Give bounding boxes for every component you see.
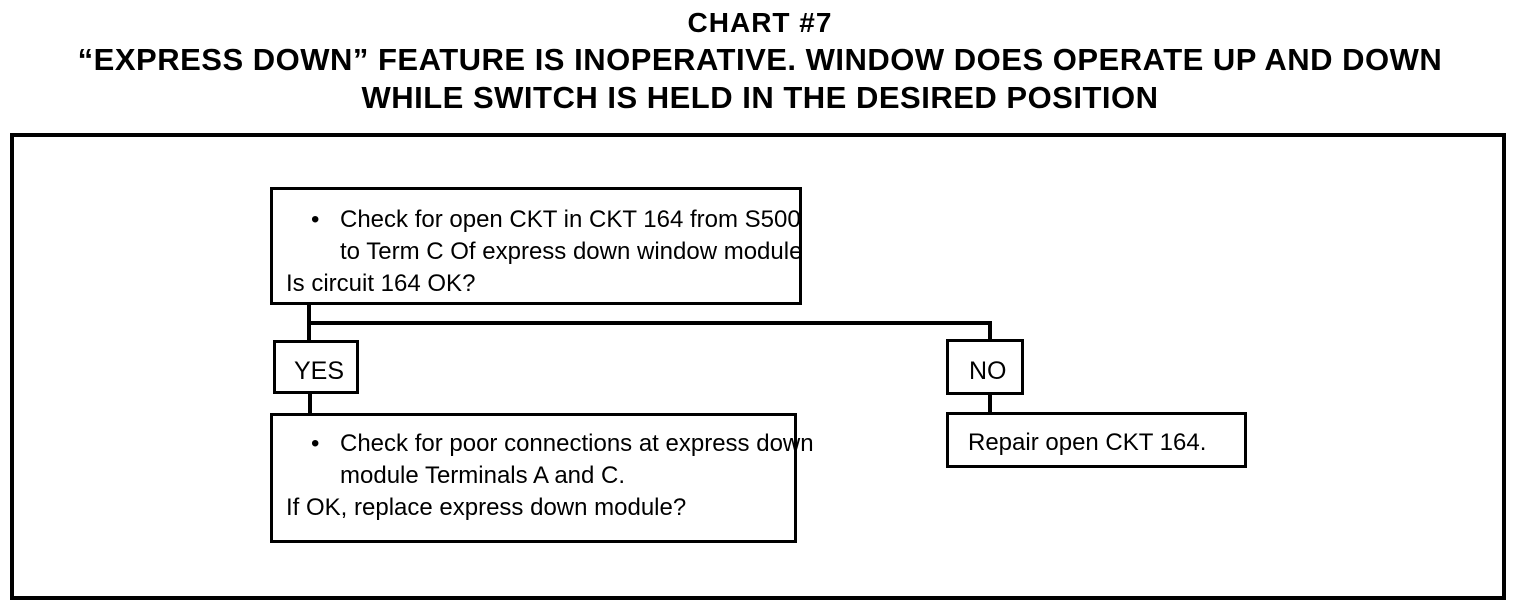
yes-action-text-line1: Check for poor connections at express do… <box>340 430 814 457</box>
flowchart-box-repair-ckt: Repair open CKT 164. <box>946 412 1247 468</box>
chart-title-line3: WHILE SWITCH IS HELD IN THE DESIRED POSI… <box>361 80 1159 115</box>
flowchart-no-box: NO <box>946 339 1024 395</box>
yes-action-text-line2: module Terminals A and C. <box>340 462 626 489</box>
step1-text-line2: to Term C Of express down window module <box>340 238 803 265</box>
flowchart-yes-box: YES <box>273 340 359 394</box>
step1-question: Is circuit 164 OK? <box>286 270 476 297</box>
connector-yes-to-action <box>308 392 312 415</box>
connector-branch-to-no <box>988 323 992 341</box>
step1-text-line1: Check for open CKT in CKT 164 from S500 <box>340 206 801 233</box>
no-action-text: Repair open CKT 164. <box>968 429 1207 456</box>
bullet-icon: • <box>311 206 320 233</box>
chart-number: CHART #7 <box>687 7 833 38</box>
bullet-icon: • <box>311 430 320 457</box>
chart-title-line2: “EXPRESS DOWN” FEATURE IS INOPERATIVE. W… <box>77 42 1443 77</box>
flowchart-box-check-connections: • Check for poor connections at express d… <box>270 413 814 543</box>
yes-action-bullet-line: • Check for poor connections at express d… <box>273 428 814 460</box>
connector-no-to-action <box>988 393 992 414</box>
no-label: NO <box>969 357 1007 385</box>
chart-title-block: CHART #7 “EXPRESS DOWN” FEATURE IS INOPE… <box>0 5 1520 117</box>
yes-label: YES <box>294 357 345 385</box>
flowchart-frame: • Check for open CKT in CKT 164 from S500… <box>10 133 1506 600</box>
step1-bullet-line: • Check for open CKT in CKT 164 from S500 <box>273 204 801 236</box>
yes-action-question: If OK, replace express down module? <box>286 494 687 521</box>
flowchart-box-check-open-ckt: • Check for open CKT in CKT 164 from S500… <box>270 187 802 305</box>
connector-branch-horizontal <box>307 321 992 325</box>
